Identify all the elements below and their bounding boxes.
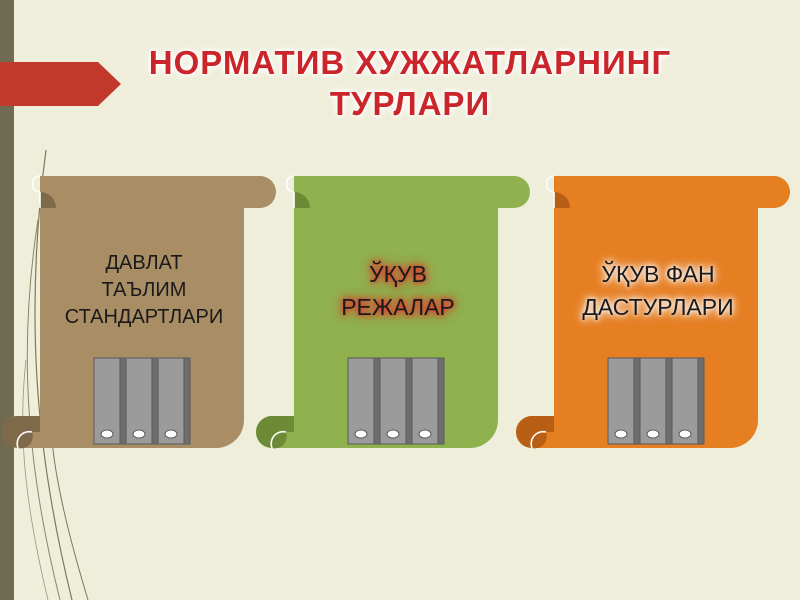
scroll-label-standards: ДАВЛАТ ТАЪЛИМ СТАНДАРТЛАРИ: [64, 252, 224, 328]
scroll-card-curricula: ЎҚУВ РЕЖАЛАР: [256, 168, 540, 454]
binders-icon: [93, 357, 191, 445]
sidebar-strip: [0, 0, 14, 600]
scroll-card-standards: ДАВЛАТ ТАЪЛИМ СТАНДАРТЛАРИ: [2, 168, 286, 454]
title-line-1: НОРМАТИВ ХУЖЖАТЛАРНИНГ: [148, 44, 672, 81]
title-line-2: ТУРЛАРИ: [329, 85, 491, 122]
scroll-shape: [256, 175, 530, 449]
scroll-card-programs: ЎҚУВ ФАН ДАСТУРЛАРИ: [516, 168, 800, 454]
scroll-shape: [516, 175, 790, 449]
scroll-label-programs: ЎҚУВ ФАН ДАСТУРЛАРИ: [582, 261, 734, 320]
title-arrow-icon: [0, 62, 121, 106]
binders-icon: [347, 357, 445, 445]
binders-icon: [607, 357, 705, 445]
scroll-label-curricula: ЎҚУВ РЕЖАЛАР: [341, 261, 455, 320]
page-title: НОРМАТИВ ХУЖЖАТЛАРНИНГ ТУРЛАРИ: [130, 42, 690, 124]
scroll-shape: [2, 175, 276, 449]
